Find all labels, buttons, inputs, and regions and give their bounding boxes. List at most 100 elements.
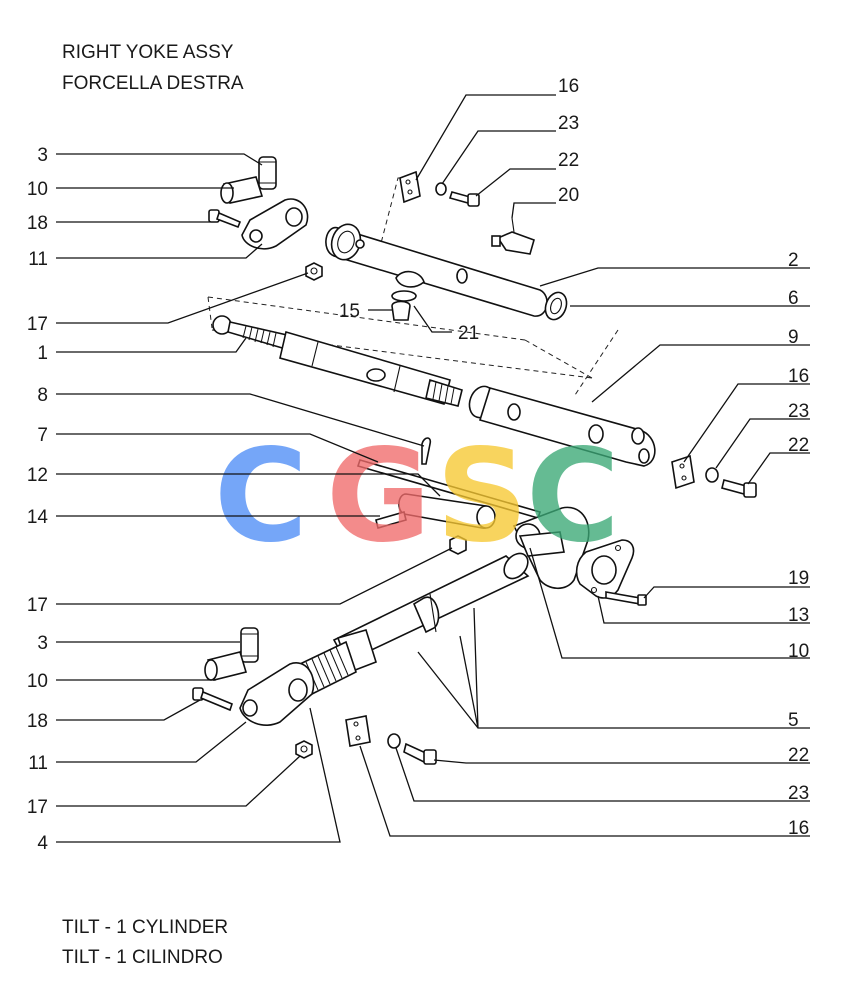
callout-left-4: 4 — [37, 833, 48, 854]
flange-13 — [575, 539, 635, 599]
callout-right-9: 9 — [788, 327, 799, 348]
leader-right-16-middle — [683, 383, 810, 463]
callout-left-10-bottom: 10 — [27, 671, 48, 692]
leader-right-23-bottom — [395, 747, 810, 802]
callout-right-22-top: 22 — [558, 150, 579, 171]
plate-16-bottom — [345, 715, 371, 747]
callout-right-23-bottom: 23 — [788, 783, 809, 804]
leader-left-7 — [56, 433, 379, 463]
callout-right-16-top: 16 — [558, 76, 579, 97]
bolt-18-upper — [208, 209, 242, 229]
callouts-center: 15 21 — [339, 301, 479, 344]
cgsc-watermark: C G S C — [214, 422, 620, 571]
callout-left-1: 1 — [37, 343, 48, 364]
callout-left-17-middle: 17 — [27, 595, 48, 616]
leader-right-22-middle — [747, 452, 810, 485]
callout-left-8: 8 — [37, 385, 48, 406]
callout-15: 15 — [339, 301, 360, 322]
title-italian: FORCELLA DESTRA — [62, 73, 244, 94]
callout-right-10: 10 — [788, 641, 809, 662]
callout-left-17-bottom: 17 — [27, 797, 48, 818]
pin-3-upper — [258, 156, 277, 190]
callout-left-3-bottom: 3 — [37, 633, 48, 654]
callout-right-13: 13 — [788, 605, 809, 626]
bushing-10-upper — [220, 176, 264, 204]
callout-right-5: 5 — [788, 710, 799, 731]
leader-left-17-bottom — [56, 755, 301, 807]
callout-right-6: 6 — [788, 288, 799, 309]
cylinder-tube-2 — [325, 223, 548, 317]
washer-23-bottom — [387, 733, 401, 749]
callout-left-3-top: 3 — [37, 145, 48, 166]
leader-left-18-bottom — [56, 699, 201, 721]
leader-left-11-bottom — [56, 721, 247, 763]
leader-right-20 — [511, 202, 556, 219]
cylinder-barrel-9 — [468, 385, 656, 467]
breather-15 — [391, 290, 417, 321]
callout-left-14: 14 — [27, 507, 49, 528]
cotter-pin-8 — [421, 437, 432, 465]
callout-left-17-top: 17 — [27, 314, 48, 335]
leader-21 — [413, 305, 452, 333]
washer-23-top — [435, 182, 447, 196]
leader-left-3-top — [56, 153, 263, 166]
callout-left-12: 12 — [27, 465, 48, 486]
leader-right-19 — [643, 586, 810, 599]
leader-left-12 — [56, 473, 441, 497]
leader-right-22-bottom — [433, 759, 810, 764]
watermark-letter-1: C — [214, 422, 308, 571]
callouts-left: 3 10 18 11 17 1 8 7 12 14 17 3 10 18 11 … — [27, 145, 49, 854]
seal-ring-6 — [544, 291, 568, 321]
bolt-18-lower — [192, 687, 233, 712]
callout-left-11-top: 11 — [28, 249, 48, 270]
screw-22-middle — [721, 479, 757, 498]
leader-right-16-top — [415, 94, 556, 181]
callout-right-23-top: 23 — [558, 113, 579, 134]
watermark-letter-3: S — [436, 422, 528, 571]
caption-english: TILT - 1 CYLINDER — [62, 917, 228, 938]
washer-23-middle — [705, 467, 719, 483]
leader-right-13 — [597, 595, 810, 624]
watermark-letter-2: G — [326, 422, 431, 571]
callout-right-22-middle: 22 — [788, 435, 809, 456]
callout-left-18-bottom: 18 — [27, 711, 48, 732]
callout-right-22-bottom: 22 — [788, 745, 809, 766]
clevis-11-upper — [241, 198, 309, 250]
callout-right-20: 20 — [558, 185, 579, 206]
leader-right-2 — [539, 267, 810, 287]
screw-22-bottom — [403, 742, 437, 765]
roll-pin-14 — [375, 511, 407, 529]
leader-left-4 — [56, 707, 341, 843]
callout-left-7: 7 — [37, 425, 48, 446]
bushing-10-lower — [204, 651, 248, 681]
nut-17-middle — [449, 535, 467, 555]
leader-right-10 — [529, 547, 810, 659]
callout-left-18-top: 18 — [27, 213, 48, 234]
nut-17-upper — [305, 262, 323, 281]
nut-17-lower — [295, 740, 313, 759]
fitting-20 — [491, 217, 535, 255]
assembly-guide-upper — [207, 177, 619, 396]
callout-21: 21 — [458, 323, 479, 344]
leader-left-1 — [56, 337, 247, 353]
plate-16-top — [399, 170, 421, 204]
callouts-right: 16 23 22 20 2 6 9 16 23 22 19 13 10 5 22… — [558, 76, 809, 839]
leader-right-9 — [591, 344, 810, 403]
plate-16-middle — [671, 454, 695, 490]
watermark-letter-4: C — [526, 422, 620, 571]
title-english: RIGHT YOKE ASSY — [62, 42, 234, 63]
pin-3-lower — [240, 627, 259, 663]
callout-right-16-middle: 16 — [788, 366, 809, 387]
piston-rod-1 — [212, 315, 463, 407]
leader-right-23-top — [441, 130, 556, 185]
callout-right-2: 2 — [788, 250, 799, 271]
callout-right-19: 19 — [788, 568, 809, 589]
leader-right-5 — [417, 607, 810, 729]
leader-left-8 — [56, 393, 425, 447]
leader-left-11-top — [56, 243, 263, 259]
yoke-housing — [512, 506, 590, 590]
leader-lines — [56, 94, 810, 843]
callout-left-10-top: 10 — [27, 179, 48, 200]
